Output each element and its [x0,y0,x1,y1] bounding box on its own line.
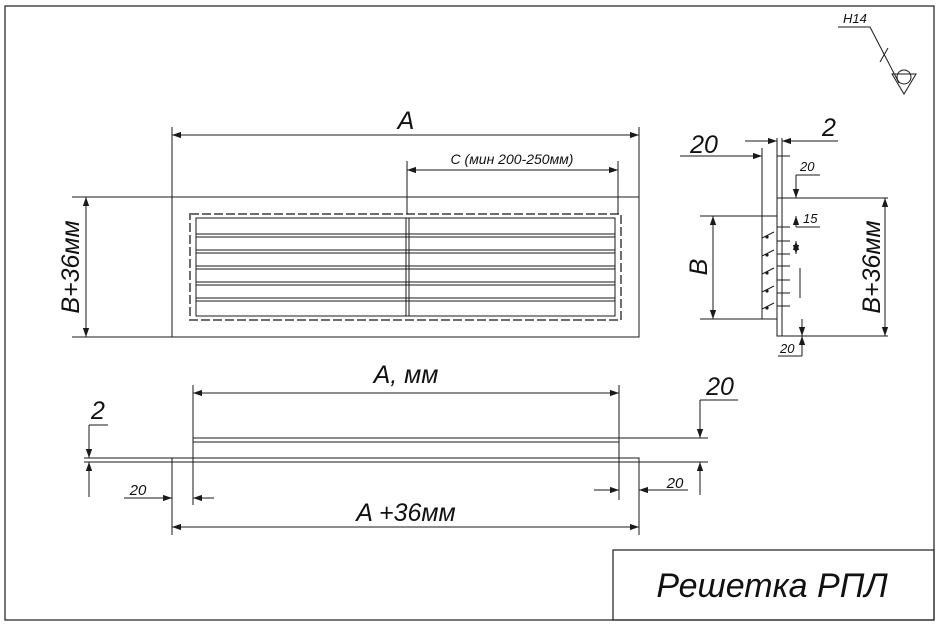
surface-finish-label: H14 [843,11,867,26]
dim-width-a: A [396,107,415,135]
side-view [761,197,790,337]
dim-side-thickness: 2 [821,114,836,142]
front-view-dimensions [72,127,640,338]
dim-side-top-offset: 20 [799,159,815,174]
bottom-view [171,437,640,463]
dim-bottom-right-flange: 20 [666,475,684,492]
dim-spacing-c: C (мин 200-250мм) [451,151,574,167]
front-view [171,196,640,338]
bottom-view-dimensions [84,385,738,535]
side-view-dimensions [680,137,889,357]
dim-bottom-left-flange: 20 [129,482,147,499]
surface-finish-symbol [838,26,917,95]
dim-height-b36: B+36мм [57,220,85,313]
drawing-frame [4,5,935,621]
dim-side-fin-pitch: 15 [803,211,818,226]
dim-bottom-depth: 20 [705,373,734,401]
dim-side-flange: 20 [689,131,718,159]
dim-side-height-b: B [685,259,713,276]
dim-bottom-outer: A +36мм [354,499,455,527]
dim-side-height-b36: B+36мм [858,220,886,313]
dim-bottom-inner: A, мм [372,361,439,389]
title-block-text: Решетка РПЛ [656,567,888,605]
dim-bottom-thickness: 2 [90,397,105,425]
dim-side-bottom-offset: 20 [779,341,795,356]
